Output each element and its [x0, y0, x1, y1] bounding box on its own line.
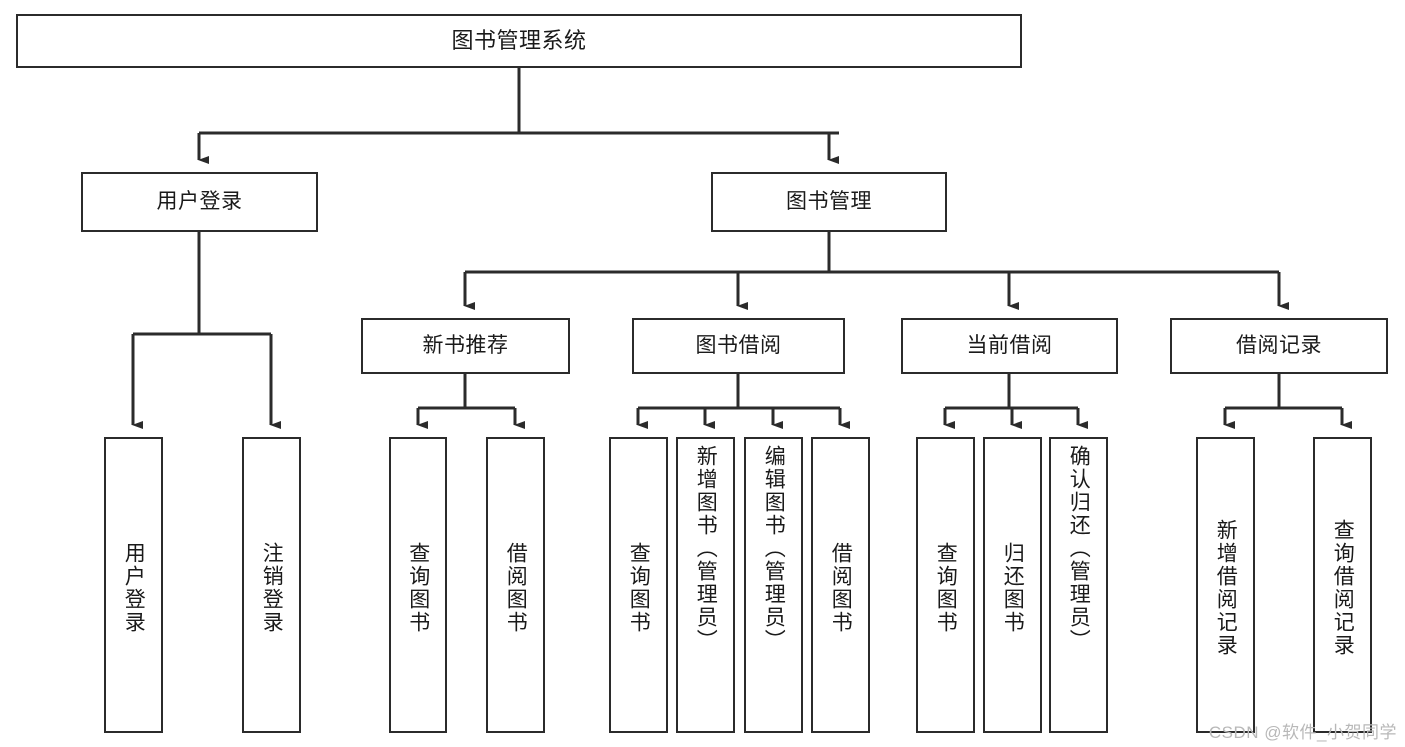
leaf-node-label: 用户登录 [122, 542, 146, 634]
leaf-node-label: 确认归还（管理员） [1067, 445, 1091, 652]
leaf-node-label: 新增借阅记录 [1214, 519, 1238, 657]
leaf-node[interactable]: 确认归还（管理员） [1049, 437, 1108, 733]
node-borrow-record[interactable]: 借阅记录 [1170, 318, 1388, 374]
leaf-node[interactable]: 新增图书（管理员） [676, 437, 735, 733]
leaf-node-label: 借阅图书 [829, 542, 853, 634]
leaf-node[interactable]: 查询图书 [389, 437, 447, 733]
node-book-borrow[interactable]: 图书借阅 [632, 318, 845, 374]
watermark-text: CSDN @软件_小贺同学 [1208, 723, 1397, 742]
leaf-node-label: 新增图书（管理员） [694, 445, 718, 652]
node-root[interactable]: 图书管理系统 [16, 14, 1022, 68]
leaf-node[interactable]: 借阅图书 [811, 437, 870, 733]
leaf-node[interactable]: 新增借阅记录 [1196, 437, 1255, 733]
leaf-node-label: 编辑图书（管理员） [762, 445, 786, 652]
node-borrow-record-label: 借阅记录 [1236, 334, 1322, 358]
node-book-borrow-label: 图书借阅 [695, 334, 782, 358]
node-current-borrow[interactable]: 当前借阅 [901, 318, 1118, 374]
leaf-node-label: 借阅图书 [504, 542, 528, 634]
leaf-node-label: 注销登录 [260, 542, 284, 634]
leaf-node[interactable]: 注销登录 [242, 437, 301, 733]
leaf-node-label: 查询图书 [627, 542, 651, 634]
node-book-manage[interactable]: 图书管理 [711, 172, 947, 232]
leaf-node[interactable]: 查询图书 [916, 437, 975, 733]
node-new-book-recommend[interactable]: 新书推荐 [361, 318, 570, 374]
node-root-label: 图书管理系统 [451, 27, 587, 53]
leaf-node[interactable]: 查询图书 [609, 437, 668, 733]
leaf-node[interactable]: 借阅图书 [486, 437, 545, 733]
leaf-node[interactable]: 用户登录 [104, 437, 163, 733]
leaf-node[interactable]: 查询借阅记录 [1313, 437, 1372, 733]
leaf-node-label: 归还图书 [1001, 542, 1025, 634]
leaf-node-label: 查询图书 [934, 542, 958, 634]
node-new-book-recommend-label: 新书推荐 [422, 334, 509, 358]
leaf-node[interactable]: 归还图书 [983, 437, 1042, 733]
node-user-login[interactable]: 用户登录 [81, 172, 318, 232]
node-user-login-label: 用户登录 [156, 190, 243, 214]
node-book-manage-label: 图书管理 [786, 190, 872, 214]
leaf-node[interactable]: 编辑图书（管理员） [744, 437, 803, 733]
leaf-node-label: 查询图书 [406, 542, 430, 634]
leaf-node-label: 查询借阅记录 [1331, 519, 1355, 657]
node-current-borrow-label: 当前借阅 [966, 334, 1053, 358]
